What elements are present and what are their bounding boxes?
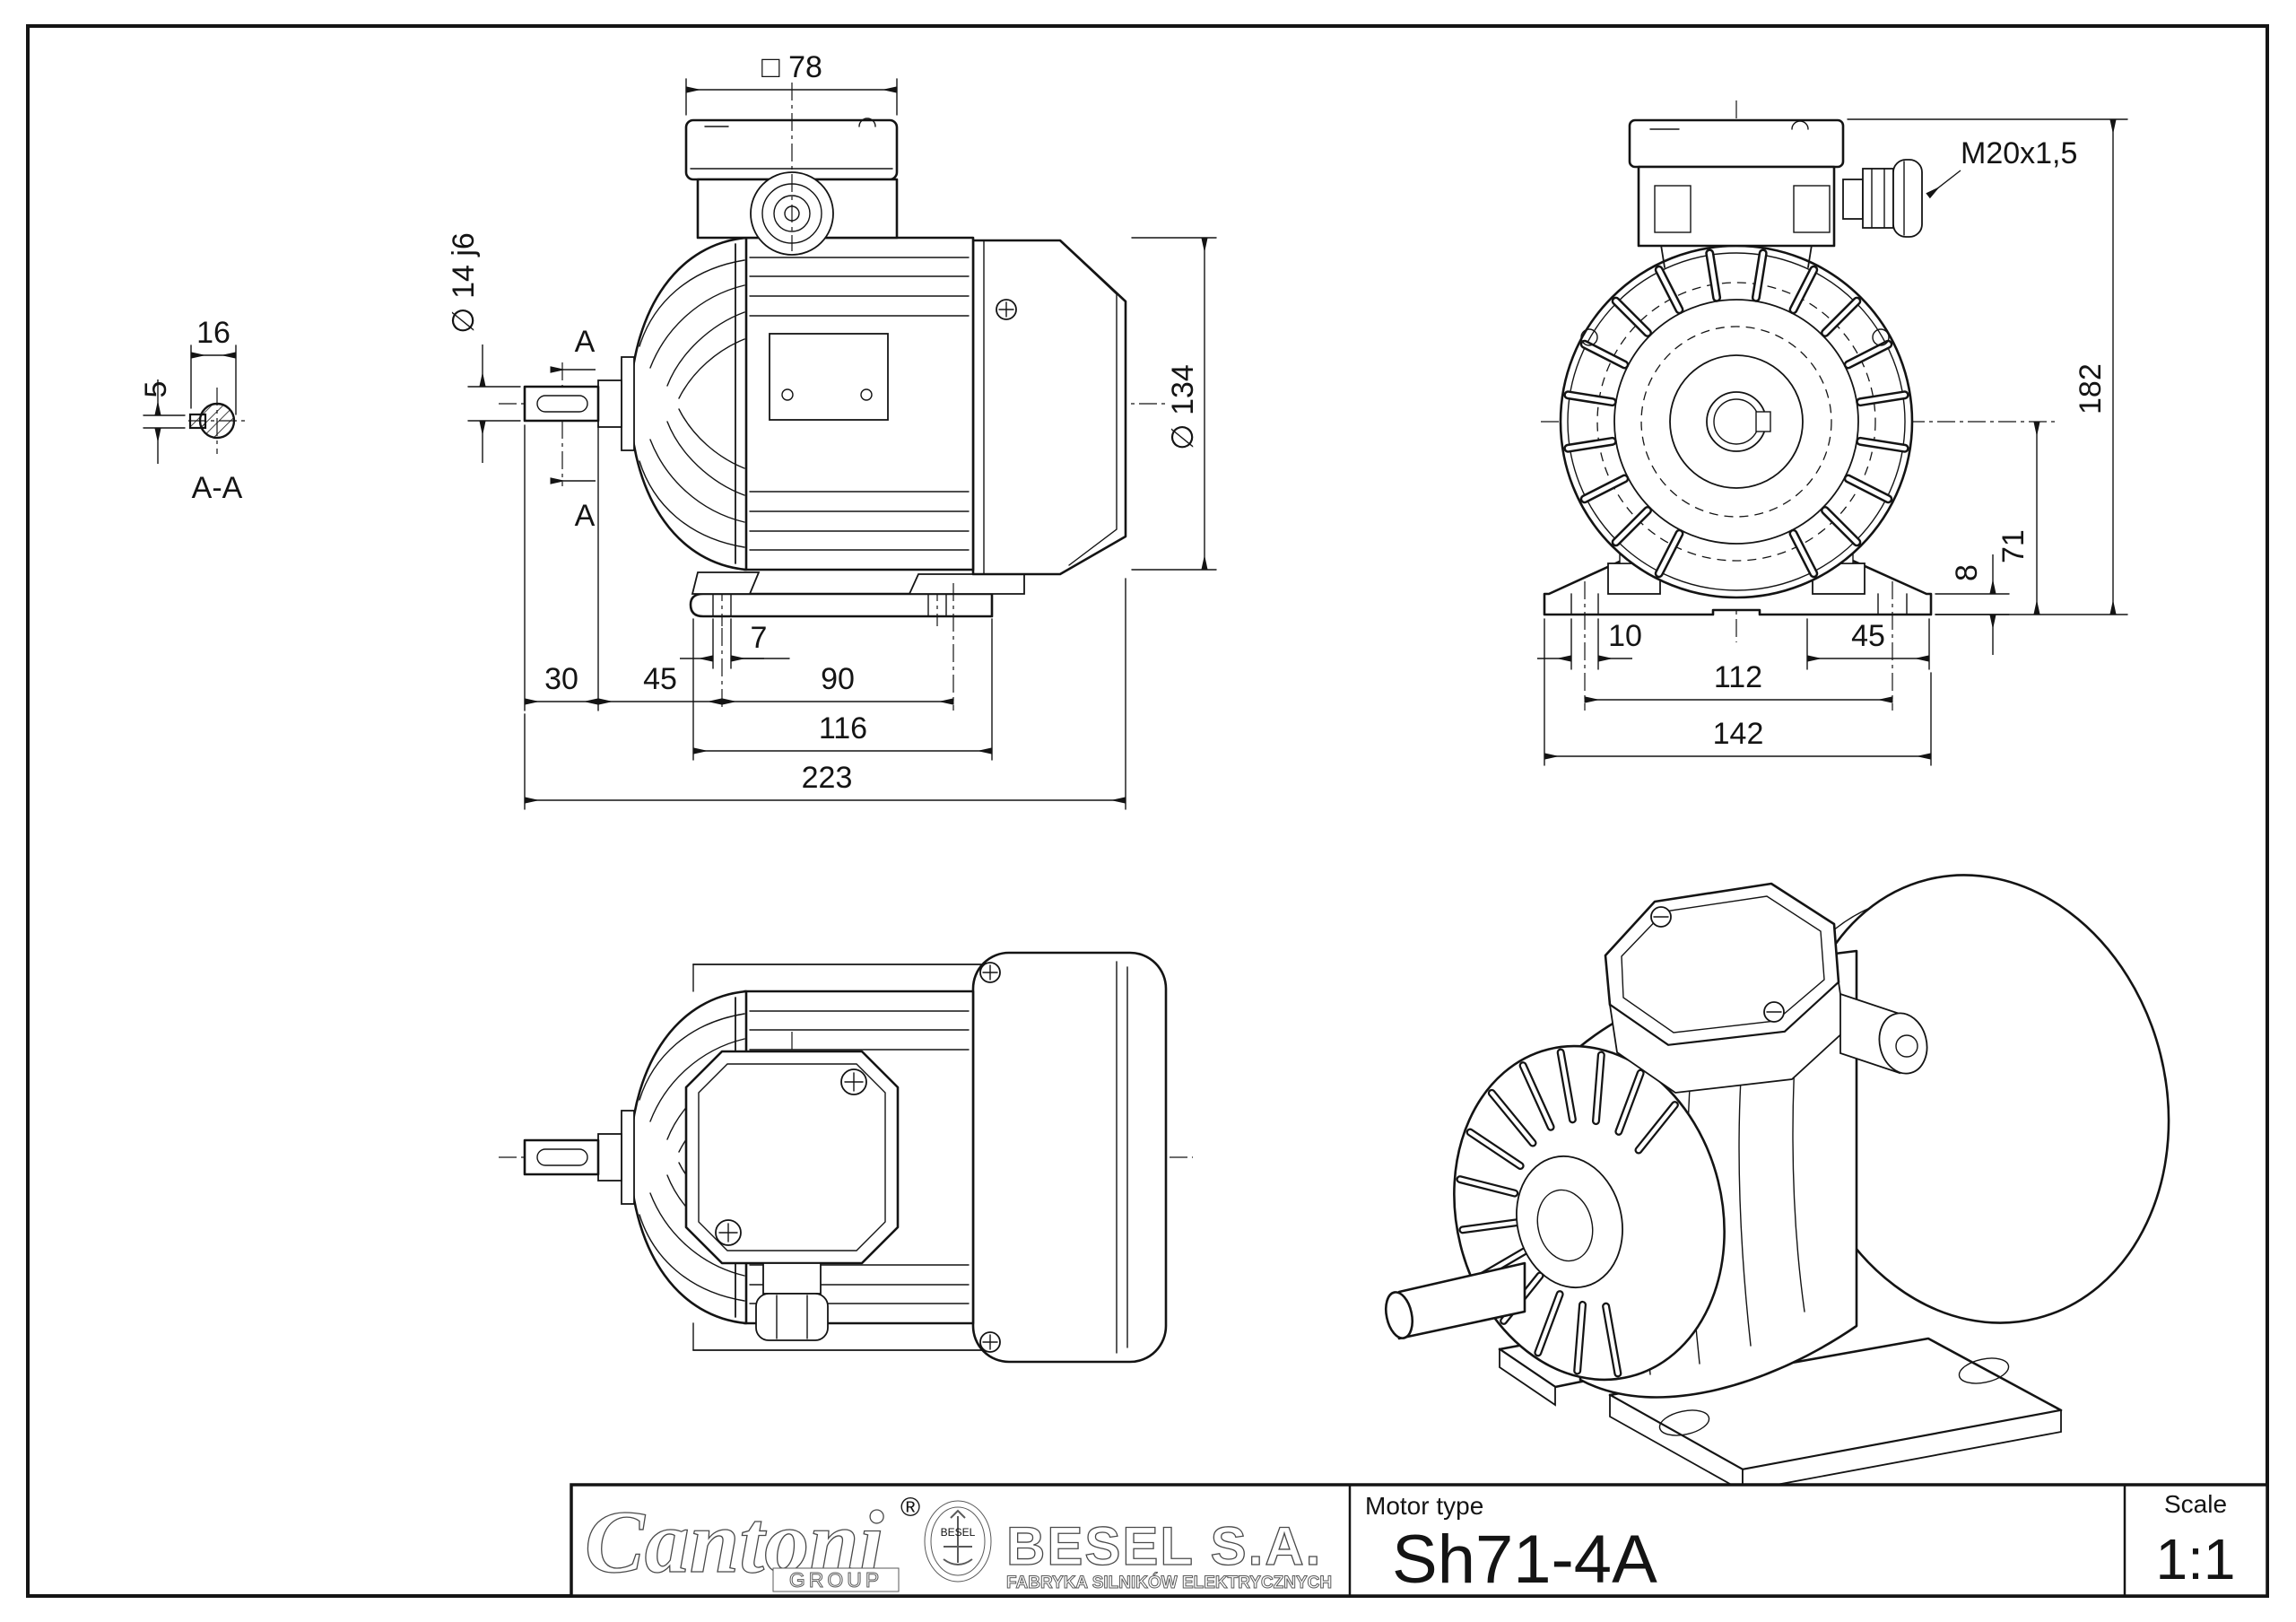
- dim-slot-width: 10: [1608, 619, 1642, 653]
- company-name: BESEL S.A.: [1006, 1516, 1322, 1576]
- dim-shoulder-to-hole: 45: [643, 662, 677, 696]
- dim-shaft-diameter: ∅ 14 j6: [447, 232, 481, 334]
- besel-badge-text: BESEL: [941, 1526, 976, 1539]
- dim-foot-length: 45: [1851, 619, 1885, 653]
- dim-terminal-box: □ 78: [761, 50, 822, 84]
- cantoni-logo: Cantoni ® GROUP: [584, 1491, 920, 1591]
- title-block: Cantoni ® GROUP BESEL BESEL S.A. FABRYKA…: [570, 1483, 2269, 1598]
- besel-company: BESEL S.A. FABRYKA SILNIKÓW ELEKTRYCZNYC…: [1005, 1515, 1332, 1592]
- dim-foot-hole-span: 90: [821, 662, 855, 696]
- scale-label: Scale: [2164, 1490, 2227, 1518]
- motor-type-value: Sh71-4A: [1392, 1522, 1657, 1598]
- iso-radial-fins: [1456, 1048, 1679, 1378]
- dim-shaft-length: 30: [544, 662, 578, 696]
- dim-key-width: 16: [196, 316, 230, 350]
- top-view: [499, 951, 1193, 1364]
- besel-badge-icon: BESEL: [924, 1500, 992, 1583]
- registered-mark-icon: ®: [900, 1493, 920, 1522]
- dim-base-length: 116: [819, 711, 867, 746]
- scale-value: 1:1: [2156, 1527, 2236, 1591]
- section-aa-view: 16 5 A-A: [139, 316, 248, 505]
- dim-base-thickness: 8: [1950, 564, 1984, 581]
- side-view: □ 78 ∅ 14 j6 A A ∅ 134 7 30: [447, 50, 1217, 810]
- dim-base-width: 142: [1713, 717, 1764, 751]
- radial-fins: [1563, 249, 1909, 579]
- motor-type-label: Motor type: [1365, 1492, 1483, 1520]
- dim-hole-span: 112: [1714, 660, 1762, 694]
- cantoni-group-label: GROUP: [789, 1568, 883, 1591]
- section-arrow-top-label: A: [575, 325, 596, 359]
- front-view: M20x1,5 182 71 8 10 45 112: [1537, 100, 2128, 766]
- gland-label: M20x1,5: [1961, 136, 2077, 170]
- dim-key-offset: 7: [751, 621, 768, 655]
- dim-key-depth: 5: [139, 381, 173, 398]
- isometric-view: [1384, 874, 2170, 1493]
- section-aa-label: A-A: [192, 471, 243, 505]
- dim-overall-height: 182: [2074, 363, 2108, 414]
- section-arrow-bottom-label: A: [575, 499, 596, 533]
- dim-overall-length: 223: [802, 761, 853, 795]
- dim-body-diameter: ∅ 134: [1166, 364, 1200, 450]
- company-subtitle: FABRYKA SILNIKÓW ELEKTRYCZNYCH: [1006, 1573, 1332, 1592]
- dim-shaft-height: 71: [1996, 529, 2031, 563]
